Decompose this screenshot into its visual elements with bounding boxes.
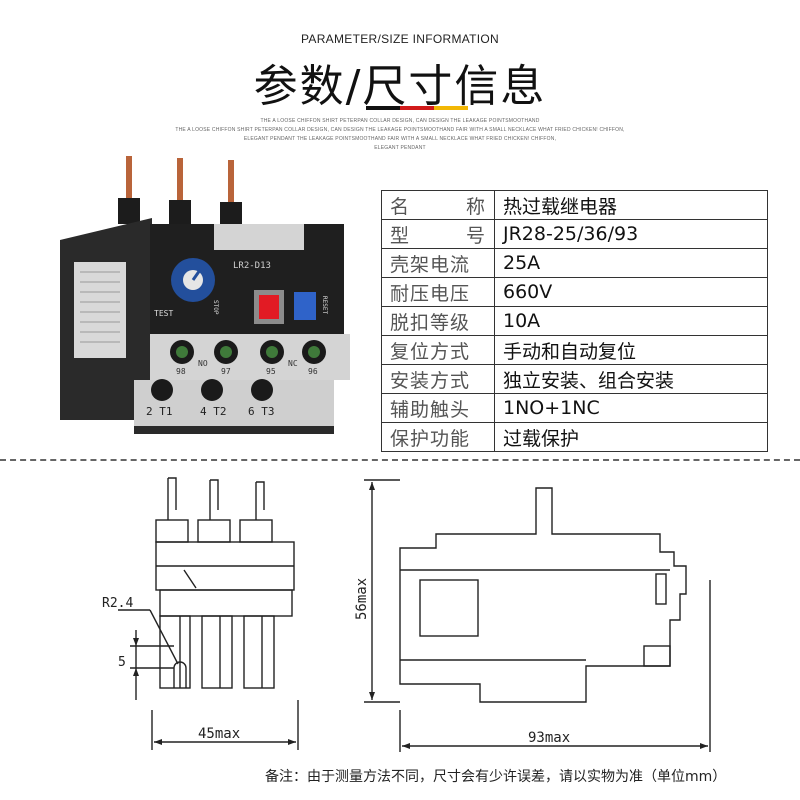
spec-key-text: 耐压电压 [390,282,471,305]
spec-key-text: 辅助触头 [390,398,471,421]
spec-key-text: 壳架电流 [390,253,471,276]
spec-key: 型号 [381,219,495,249]
label-sticker [74,262,126,358]
spec-key-text: 称 [465,195,486,218]
spec-value: 25A [494,248,768,278]
spec-key: 复位方式 [381,335,495,365]
copper-pin [177,158,183,206]
flag-bar-red [400,106,434,110]
spec-key-text: 名 [390,195,411,218]
spec-row: 脱扣等级 10A [381,306,768,336]
copper-pin [228,160,234,208]
test-label: TEST [154,309,173,318]
spec-value: 手动和自动复位 [494,335,768,365]
spec-key: 壳架电流 [381,248,495,278]
spec-value: 10A [494,306,768,336]
spec-value: 过载保护 [494,422,768,452]
spec-row: 壳架电流 25A [381,248,768,278]
stop-button [259,295,279,319]
model-label: LR2-D13 [233,261,271,271]
spec-key: 保护功能 [381,422,495,452]
spec-key: 安装方式 [381,364,495,394]
spec-key-text: 号 [465,224,486,247]
fine-print-line: ELEGANT PENDANT [374,145,426,151]
spec-key: 辅助触头 [381,393,495,423]
spec-key-text: 脱扣等级 [390,311,471,334]
fine-print-line: THE A LOOSE CHIFFON SHIRT PETERPAN COLLA… [260,118,540,124]
flag-bar-black [366,106,400,110]
terminal-label: 96 [308,367,318,376]
spec-key-text: 复位方式 [390,340,471,363]
stop-label: STOP [212,300,219,315]
spec-value: 独立安装、组合安装 [494,364,768,394]
spec-value: 660V [494,277,768,307]
flag-bar-yellow [434,106,468,110]
reset-button [294,292,316,320]
product-photo: LR2-D13 TEST STOP RESET 98 NO 97 95 NC 9… [60,156,350,434]
copper-pin [126,156,132,204]
subtitle-english: PARAMETER/SIZE INFORMATION [300,32,500,46]
terminal-label: 2 T1 [146,405,173,418]
terminal-label: 95 [266,367,276,376]
radius-label: R2.4 [102,596,133,611]
width-dimension-label: 93max [528,730,570,746]
spec-row: 耐压电压 660V [381,277,768,307]
spec-key-text: 保护功能 [390,427,471,450]
section-divider [0,459,800,461]
spec-key: 脱扣等级 [381,306,495,336]
spec-row: 辅助触头 1NO+1NC [381,393,768,423]
spec-key-text: 型 [390,224,411,247]
spec-key: 耐压电压 [381,277,495,307]
page-title: 参数/尺寸信息 [253,61,547,112]
fine-print-line: THE A LOOSE CHIFFON SHIRT PETERPAN COLLA… [175,127,625,133]
fine-print-line: ELEGANT PENDANT THE LEAKAGE POINTSMOOTHA… [243,136,557,142]
terminal-label: 97 [221,367,231,376]
width-dimension-label: 45max [198,726,240,742]
terminal-label: 4 T2 [200,405,227,418]
spec-key: 名称 [381,190,495,220]
slot-label: 5 [118,655,126,670]
side-dimension-drawing: 56max 93max [354,479,711,752]
spec-value: 热过载继电器 [494,190,768,220]
spec-row: 安装方式独立安装、组合安装 [381,364,768,394]
height-dimension-label: 56max [354,578,370,620]
spec-row: 复位方式手动和自动复位 [381,335,768,365]
spec-key-text: 安装方式 [390,369,471,392]
reset-label: RESET [321,296,328,314]
terminal-label: 98 [176,367,186,376]
spec-value: 1NO+1NC [494,393,768,423]
terminal-label: NO [198,359,208,368]
footnote: 备注：由于测量方法不同，尺寸会有少许误差，请以实物为准（单位mm） [265,769,727,785]
terminal-label: NC [288,359,298,368]
terminal-label: 6 T3 [248,405,275,418]
spec-value: JR28-25/36/93 [494,219,768,249]
front-dimension-drawing: R2.4 5 45max [102,477,299,750]
spec-row: 保护功能过载保护 [381,422,768,452]
spec-row: 名称热过载继电器 [381,190,768,220]
